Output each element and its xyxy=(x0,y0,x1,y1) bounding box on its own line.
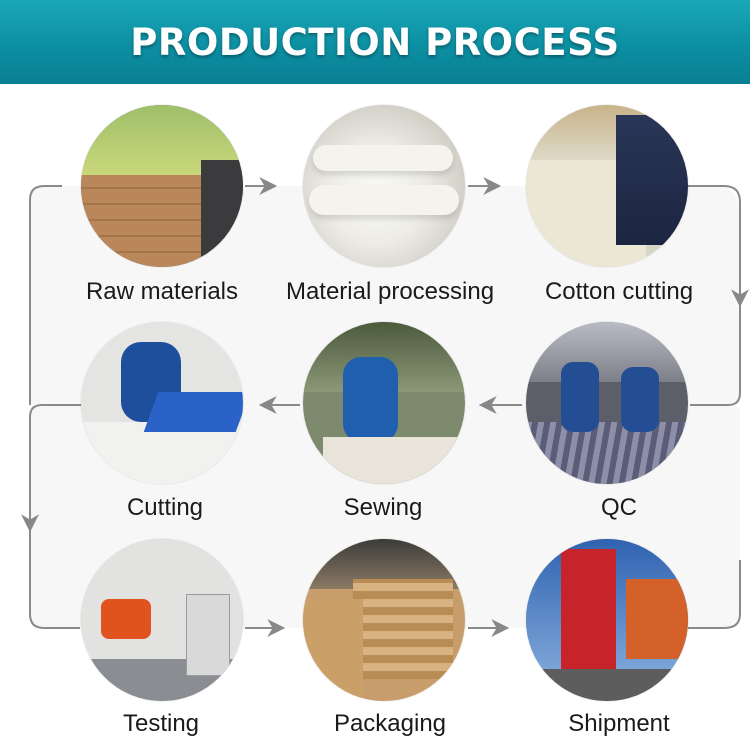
step-label-testing: Testing xyxy=(122,710,200,737)
page-title: PRODUCTION PROCESS xyxy=(130,20,620,64)
shipment-photo xyxy=(526,539,688,701)
step-label-shipment: Shipment xyxy=(568,710,670,737)
step-label-cotton-cutting: Cotton cutting xyxy=(544,278,694,305)
material-processing-photo xyxy=(303,105,465,267)
sewing-photo xyxy=(303,322,465,484)
step-label-packaging: Packaging xyxy=(333,710,447,737)
packaging-photo xyxy=(303,539,465,701)
cotton-cutting-photo xyxy=(526,105,688,267)
step-label-material-processing: Material processing xyxy=(285,278,495,305)
qc-photo xyxy=(526,322,688,484)
page-header xyxy=(0,0,750,84)
raw-materials-photo xyxy=(81,105,243,267)
step-label-cutting: Cutting xyxy=(126,494,204,521)
step-label-sewing: Sewing xyxy=(343,494,423,521)
step-label-raw-materials: Raw materials xyxy=(85,278,239,305)
testing-photo xyxy=(81,539,243,701)
step-label-qc: QC xyxy=(601,494,637,521)
cutting-photo xyxy=(81,322,243,484)
